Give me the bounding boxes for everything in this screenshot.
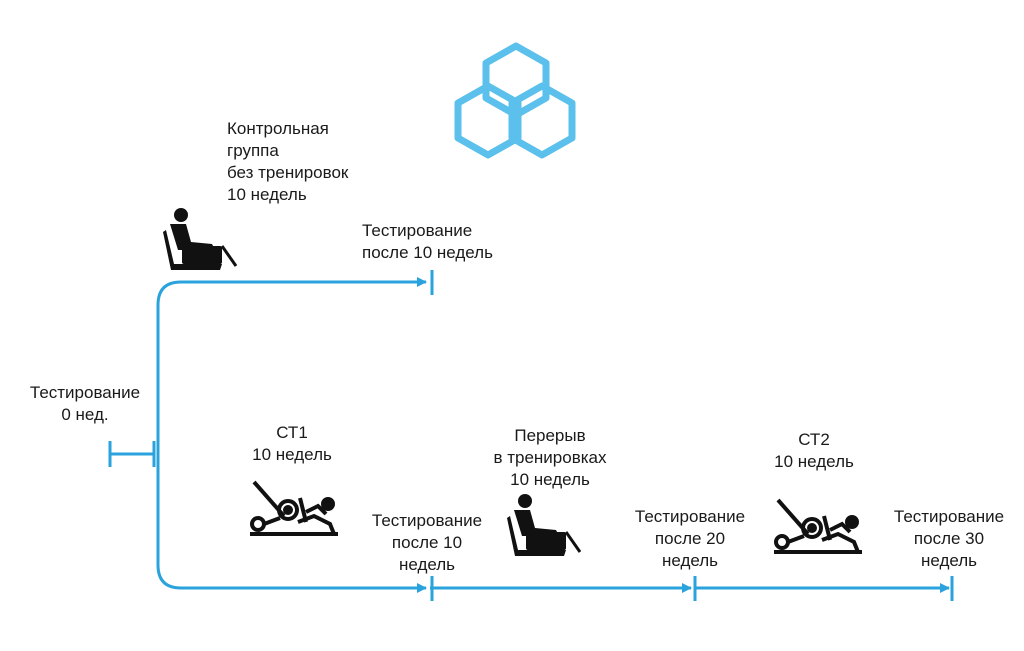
timeline-lines [110,277,950,593]
control-branch-line [156,277,427,450]
leg-press-machine-icon [774,498,862,554]
st2-label: СТ2 10 недель [774,430,854,471]
st1-label: СТ1 10 недель [252,423,332,464]
hexagon-logo-icon [454,42,576,159]
test-after-10-label: Тестирование после 10 недель [371,511,483,574]
reclining-person-icon [163,208,238,270]
timeline-ticks [108,270,954,601]
control-group-label: Контрольная группа без тренировок 10 нед… [227,119,349,204]
test-after-30-label: Тестирование после 30 недель [893,507,1005,570]
reclining-person-icon [507,494,582,556]
control-test-label: Тестирование после 10 недель [362,221,493,262]
break-label: Перерыв в тренировках 10 недель [493,426,607,489]
test-after-20-label: Тестирование после 20 недель [634,507,746,570]
baseline-test-label: Тестирование 0 нед. [29,383,141,424]
leg-press-machine-icon [250,480,338,536]
training-branch-line [156,450,427,593]
